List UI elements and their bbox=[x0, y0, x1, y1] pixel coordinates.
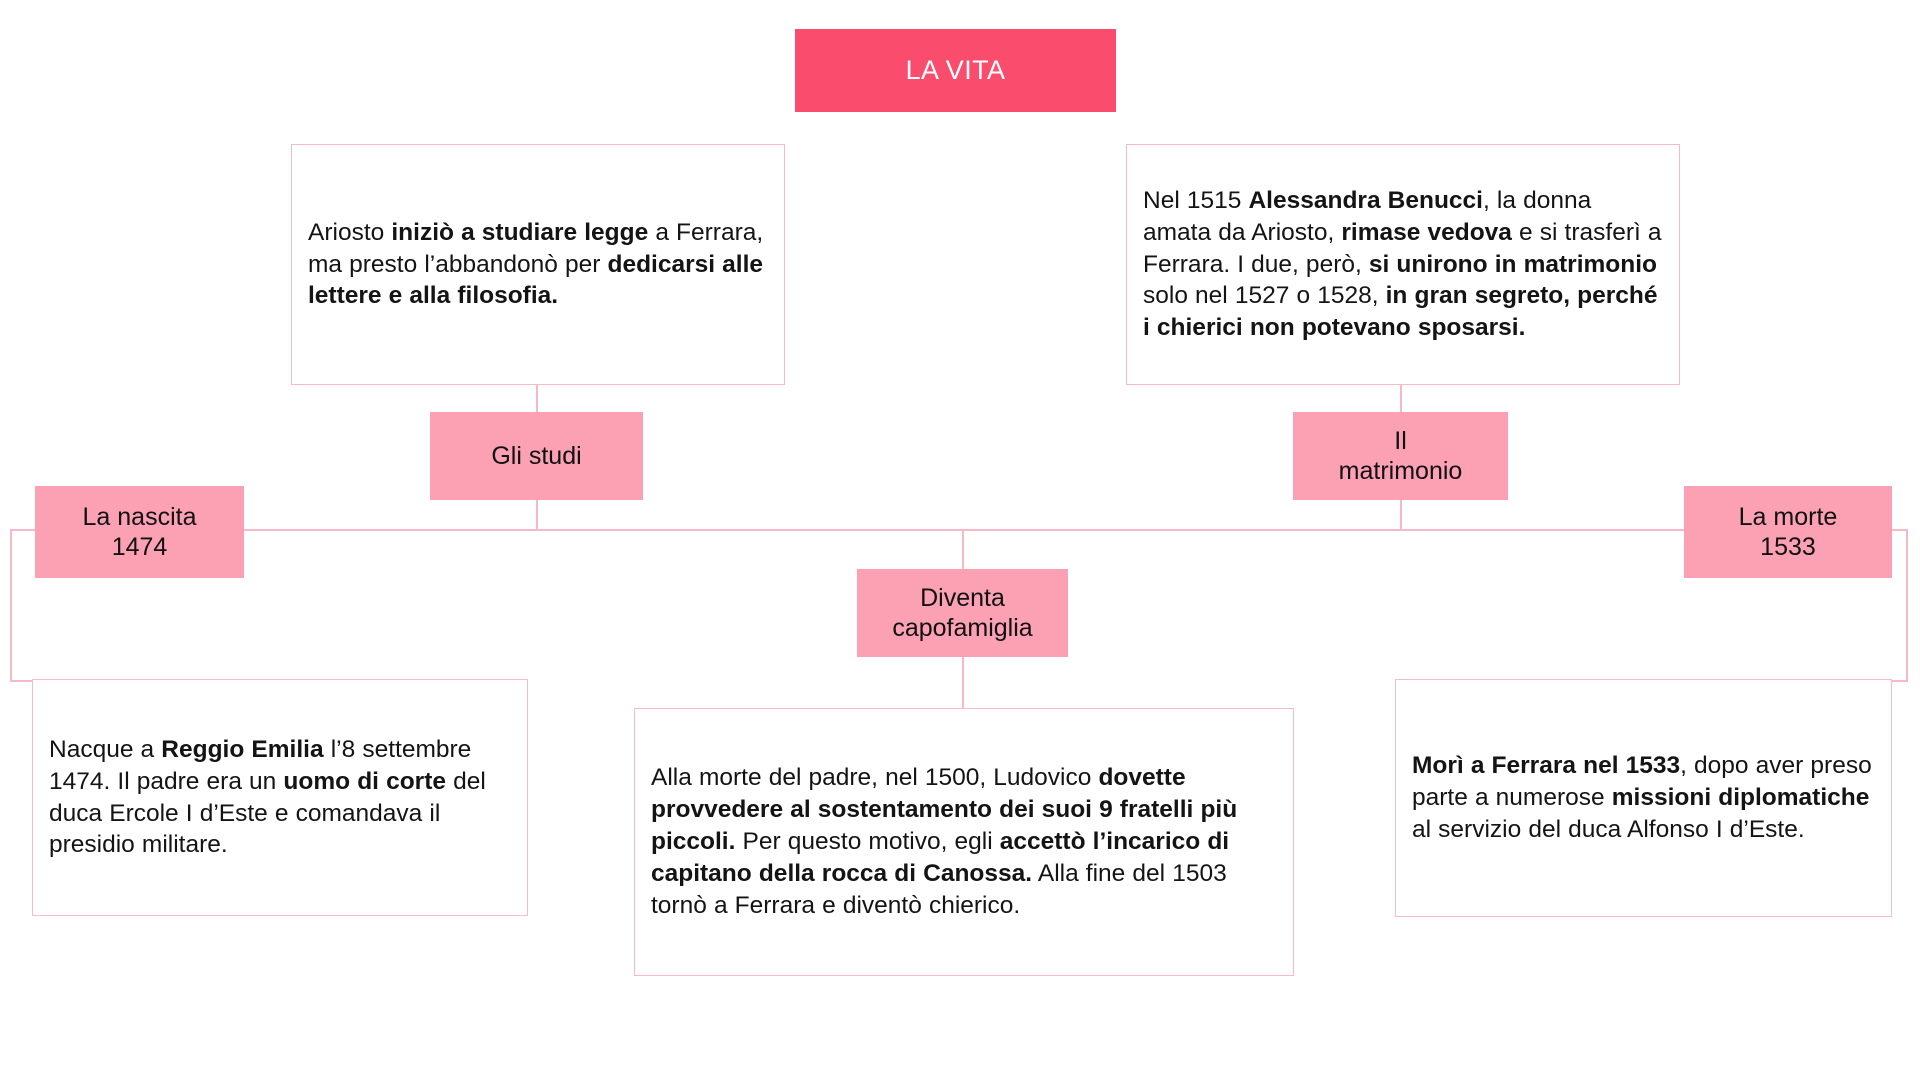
card-il-matrimonio-text: Nel 1515 Alessandra Benucci, la donna am… bbox=[1143, 186, 1662, 342]
card-diventa-capofamiglia[interactable]: Alla morte del padre, nel 1500, Ludovico… bbox=[634, 708, 1294, 976]
card-gli-studi-text: Ariosto iniziò a studiare legge a Ferrar… bbox=[308, 218, 764, 310]
connector-matrimonio-upper-vertical bbox=[1400, 385, 1402, 412]
connector-nascita-horizontal bbox=[10, 680, 38, 682]
node-gli-studi[interactable]: Gli studi bbox=[430, 412, 643, 500]
connector-morte-vertical bbox=[1906, 529, 1908, 681]
node-diventa-capofamiglia-label: Diventa capofamiglia bbox=[892, 583, 1033, 643]
node-la-morte-label: La morte 1533 bbox=[1738, 502, 1838, 562]
card-la-morte[interactable]: Morì a Ferrara nel 1533, dopo aver preso… bbox=[1395, 679, 1892, 917]
connector-nascita-vertical bbox=[10, 529, 12, 681]
connector-morte-horizontal bbox=[1878, 680, 1908, 682]
node-il-matrimonio[interactable]: Il matrimonio bbox=[1293, 412, 1508, 500]
node-diventa-capofamiglia[interactable]: Diventa capofamiglia bbox=[857, 569, 1068, 657]
node-la-nascita-label: La nascita 1474 bbox=[82, 502, 197, 562]
connector-capofamiglia-vertical bbox=[962, 529, 964, 569]
card-la-morte-text: Morì a Ferrara nel 1533, dopo aver preso… bbox=[1412, 752, 1872, 843]
connector-studi-vertical bbox=[536, 500, 538, 530]
connector-matrimonio-vertical bbox=[1400, 500, 1402, 530]
node-gli-studi-label: Gli studi bbox=[491, 441, 582, 470]
connector-studi-upper-vertical bbox=[536, 385, 538, 412]
node-il-matrimonio-label: Il matrimonio bbox=[1338, 426, 1463, 486]
card-il-matrimonio[interactable]: Nel 1515 Alessandra Benucci, la donna am… bbox=[1126, 144, 1680, 385]
page-title: LA VITA bbox=[905, 55, 1006, 85]
connector-capofamiglia-lower-vertical bbox=[962, 657, 964, 708]
card-gli-studi[interactable]: Ariosto iniziò a studiare legge a Ferrar… bbox=[291, 144, 785, 385]
title-box[interactable]: LA VITA bbox=[795, 29, 1116, 112]
card-la-nascita-text: Nacque a Reggio Emilia l’8 settembre 147… bbox=[49, 735, 486, 859]
trunk-horizontal-line bbox=[10, 529, 1908, 531]
node-la-morte[interactable]: La morte 1533 bbox=[1684, 486, 1892, 578]
node-la-nascita[interactable]: La nascita 1474 bbox=[35, 486, 244, 578]
card-diventa-capofamiglia-text: Alla morte del padre, nel 1500, Ludovico… bbox=[651, 764, 1238, 919]
card-la-nascita[interactable]: Nacque a Reggio Emilia l’8 settembre 147… bbox=[32, 679, 528, 916]
